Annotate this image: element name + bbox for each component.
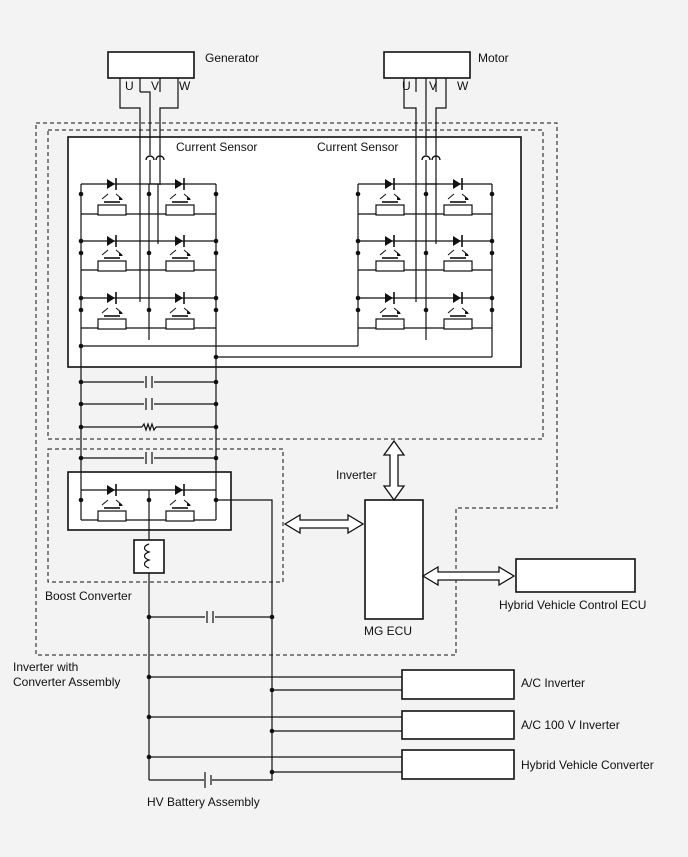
generator-box — [107, 51, 195, 79]
ac-100v-inverter-label: A/C 100 V Inverter — [521, 718, 620, 732]
hv-control-ecu-box — [515, 558, 636, 593]
motor-phase-w-label: W — [457, 79, 469, 93]
ac-inverter-box — [401, 669, 515, 700]
motor-bridge — [355, 177, 495, 357]
converter-ecu-arrow — [283, 513, 365, 535]
ac-inverter-label: A/C Inverter — [521, 676, 585, 690]
mg-ecu-label: MG ECU — [364, 624, 412, 638]
hv-battery-label: HV Battery Assembly — [147, 795, 260, 809]
inverter-ecu-arrow — [382, 439, 406, 502]
boost-converter — [67, 460, 273, 780]
generator-label: Generator — [205, 51, 259, 65]
ecu-to-hv-control-arrow — [421, 565, 516, 587]
boost-converter-label: Boost Converter — [45, 589, 132, 603]
gen-phase-v-label: V — [151, 79, 159, 93]
mg-ecu-box — [364, 499, 424, 620]
inverter-assembly-label-line2: Converter Assembly — [13, 675, 120, 689]
gen-phase-w-label: W — [179, 79, 191, 93]
inverter-section-outline — [47, 129, 544, 440]
dc-bus — [78, 343, 492, 464]
motor-phase-wires — [403, 78, 447, 302]
hv-bus — [146, 611, 402, 788]
hv-converter-label: Hybrid Vehicle Converter — [521, 758, 654, 772]
ac-100v-inverter-box — [401, 710, 515, 740]
gen-phase-u-label: U — [125, 79, 134, 93]
hv-control-ecu-label: Hybrid Vehicle Control ECU — [499, 598, 646, 612]
gen-current-sensor-label: Current Sensor — [176, 140, 257, 154]
inverter-assembly-label-line1: Inverter with — [13, 660, 78, 674]
inverter-assembly-outline — [35, 122, 558, 656]
motor-phase-u-label: U — [402, 79, 411, 93]
boost-converter-outline — [47, 448, 284, 583]
inverter-label: Inverter — [336, 468, 377, 482]
motor-phase-v-label: V — [429, 79, 437, 93]
hv-converter-box — [401, 749, 515, 780]
generator-bridge — [78, 177, 219, 460]
inverter-bridge-box — [67, 136, 522, 368]
motor-current-sensor-label: Current Sensor — [317, 140, 398, 154]
motor-label: Motor — [478, 51, 509, 65]
motor-box — [383, 51, 471, 79]
